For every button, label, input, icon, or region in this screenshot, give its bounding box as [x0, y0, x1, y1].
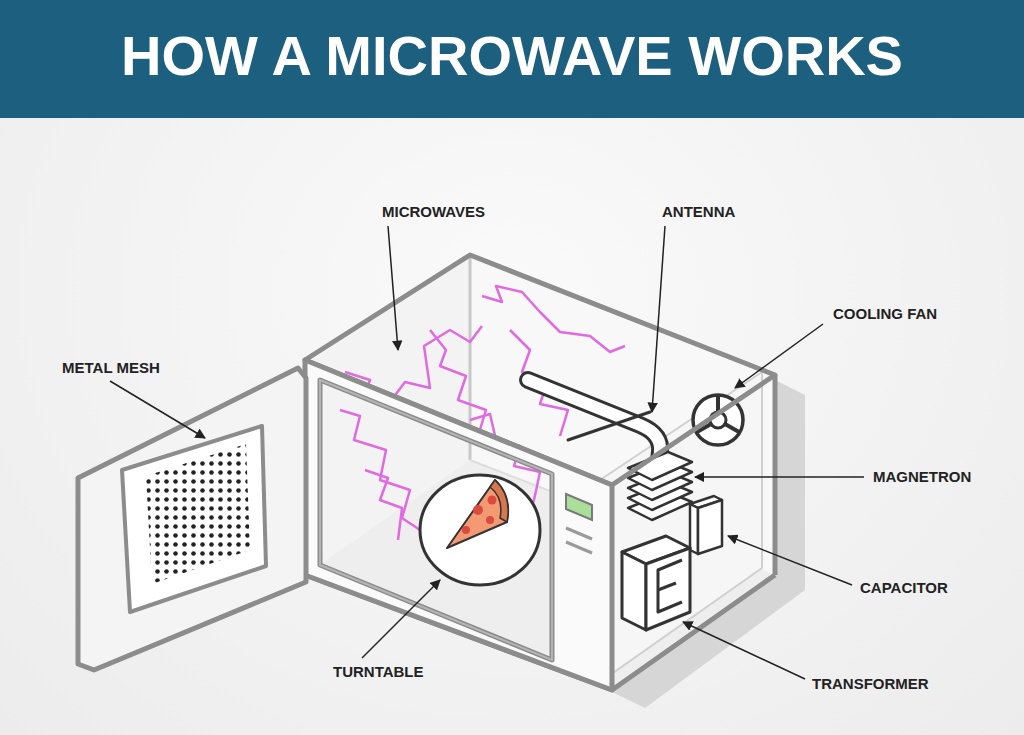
open-door [78, 368, 306, 670]
title-area: HOW A MICROWAVE WORKS [0, 0, 1024, 110]
front-frame [305, 360, 612, 690]
transformer [622, 536, 690, 630]
metal-mesh-dots [146, 444, 250, 584]
part-label: TRANSFORMER [812, 675, 929, 693]
part-label: MICROWAVES [382, 203, 485, 221]
magnetron [628, 452, 692, 520]
part-label: METAL MESH [62, 359, 160, 377]
part-label: COOLING FAN [833, 305, 937, 323]
pizza-slice [447, 480, 508, 548]
leader-lines [110, 226, 864, 679]
housing-outline [305, 255, 775, 690]
part-label: TURNTABLE [333, 663, 424, 681]
capacitor [690, 496, 722, 554]
control-panel [566, 494, 592, 553]
turntable-plate [420, 475, 540, 585]
cavity-window [320, 380, 552, 660]
part-label: ANTENNA [662, 203, 735, 221]
page-title: HOW A MICROWAVE WORKS [121, 23, 903, 88]
antenna-waveguide [528, 380, 660, 468]
part-label: MAGNETRON [873, 468, 971, 486]
part-label: CAPACITOR [860, 579, 948, 597]
